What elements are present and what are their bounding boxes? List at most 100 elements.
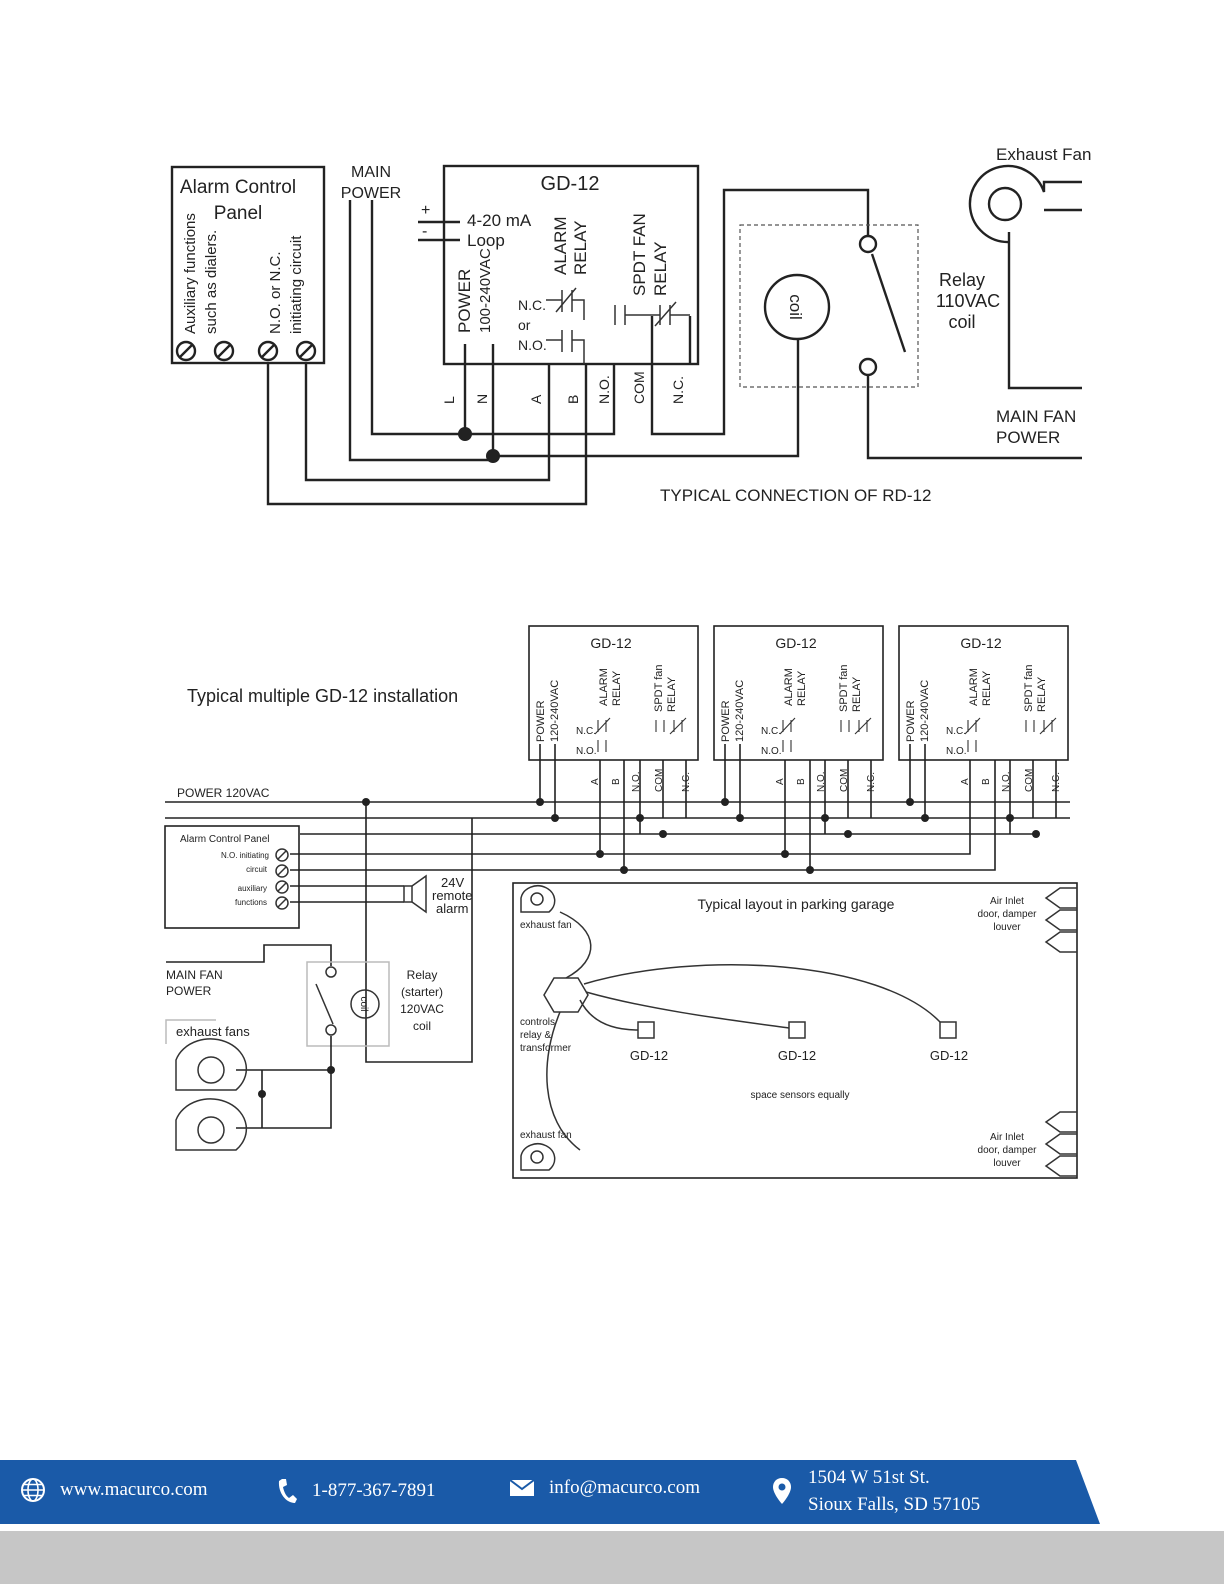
gd12-unit-2: GD-12 POWER 120-240VAC ALARM RELAY SPDT … — [713, 625, 884, 792]
svg-text:transformer: transformer — [520, 1043, 572, 1054]
top-coil-label: coil — [786, 294, 805, 320]
svg-text:GD-12: GD-12 — [590, 635, 631, 651]
svg-text:A: A — [590, 778, 601, 785]
svg-text:GD-12: GD-12 — [775, 635, 816, 651]
top-relay-label: Relay — [939, 270, 985, 290]
top-loop-label-2: Loop — [467, 231, 505, 250]
top-wiring — [266, 188, 1082, 506]
svg-text:coil: coil — [413, 1019, 431, 1033]
gd12-unit-1: GD-12 POWER 120-240VAC ALARM RELAY SPDT … — [528, 625, 699, 792]
top-alarm-panel-title: Alarm Control — [180, 177, 296, 198]
envelope-icon — [509, 1479, 535, 1496]
svg-text:auxiliary: auxiliary — [238, 884, 267, 893]
top-coil-symbol — [763, 273, 831, 341]
bottom-alarm-panel-title: Alarm Control Panel — [180, 834, 269, 845]
footer-email-text: info@macurco.com — [549, 1477, 700, 1498]
top-power-label: POWER — [455, 269, 474, 333]
footer-address-line2: Sioux Falls, SD 57105 — [808, 1494, 981, 1515]
top-alarm-relay-contacts — [546, 287, 585, 364]
top-main-fan-power-label: MAIN FAN — [996, 407, 1076, 426]
top-init-label: N.O. or N.C. — [267, 251, 284, 334]
footer-phone[interactable]: 1-877-367-7891 — [276, 1477, 435, 1505]
bottom-power-label: POWER 120VAC — [177, 786, 270, 800]
controls-hub-icon — [543, 977, 589, 1013]
svg-text:door, damper: door, damper — [978, 1145, 1038, 1156]
svg-text:N: N — [474, 394, 490, 404]
location-pin-icon — [773, 1478, 791, 1504]
svg-text:RELAY: RELAY — [981, 670, 993, 706]
top-gd12-box — [442, 164, 700, 366]
svg-text:N.O.: N.O. — [1001, 771, 1012, 792]
top-main-fan-power-label-2: POWER — [996, 428, 1060, 447]
top-alarm-relay-label: ALARM — [551, 216, 570, 275]
top-alarm-relay-label-2: RELAY — [571, 221, 590, 276]
top-loop-label: 4-20 mA — [467, 211, 532, 230]
footer-address-line1: 1504 W 51st St. — [808, 1467, 930, 1488]
svg-text:POWER: POWER — [166, 984, 212, 998]
svg-text:ALARM: ALARM — [968, 668, 980, 706]
svg-text:controls: controls — [520, 1017, 555, 1028]
top-gd12-title: GD-12 — [541, 173, 600, 195]
svg-text:Air Inlet: Air Inlet — [990, 1132, 1024, 1143]
garage-sensor-2 — [788, 1021, 806, 1039]
globe-icon — [21, 1478, 45, 1502]
svg-text:GD-12: GD-12 — [930, 1048, 968, 1063]
top-loop-plus: + — [421, 202, 430, 219]
svg-text:120-240VAC: 120-240VAC — [734, 680, 746, 742]
svg-text:COM: COM — [654, 769, 665, 792]
svg-text:RELAY: RELAY — [666, 676, 678, 712]
svg-text:N.C.: N.C. — [761, 726, 781, 737]
top-main-power-label-2: POWER — [341, 185, 401, 202]
svg-text:door, damper: door, damper — [978, 909, 1038, 920]
air-inlet-top-icon — [1044, 887, 1077, 953]
svg-text:exhaust fan: exhaust fan — [520, 1130, 572, 1141]
svg-text:functions: functions — [235, 898, 267, 907]
svg-text:coil: coil — [358, 996, 369, 1011]
top-caption: TYPICAL CONNECTION OF RD-12 — [660, 486, 931, 505]
svg-text:GD-12: GD-12 — [960, 635, 1001, 651]
top-aux-label: Auxiliary functions — [182, 213, 199, 334]
top-no-label: N.O. — [518, 337, 547, 353]
bottom-heading: Typical multiple GD-12 installation — [187, 686, 458, 706]
top-fan-relay-contacts — [614, 301, 690, 327]
svg-text:A: A — [960, 778, 971, 785]
footer-email[interactable]: info@macurco.com — [509, 1477, 700, 1499]
bottom-junction-dots — [362, 798, 1040, 874]
top-fan-relay-label: SPDT FAN — [630, 213, 649, 296]
footer-website[interactable]: www.macurco.com — [20, 1477, 208, 1503]
svg-text:N.O.: N.O. — [761, 746, 782, 757]
top-terminal-labels: L N A B N.O. COM N.C. — [441, 371, 686, 404]
svg-text:POWER: POWER — [535, 700, 547, 742]
svg-text:louver: louver — [993, 1158, 1021, 1169]
svg-text:space sensors equally: space sensors equally — [751, 1090, 850, 1101]
garage-exhaust-fan-top-icon — [520, 885, 556, 913]
svg-text:COM: COM — [631, 371, 647, 404]
svg-text:remote: remote — [432, 888, 472, 903]
top-fan-relay-label-2: RELAY — [651, 242, 670, 297]
bottom-coil-symbol — [350, 989, 380, 1019]
bottom-alarm-panel-box — [164, 825, 300, 929]
top-aux-label-2: such as dialers. — [203, 230, 220, 334]
svg-text:A: A — [775, 778, 786, 785]
svg-text:B: B — [981, 778, 992, 785]
garage-sensor-1 — [637, 1021, 655, 1039]
footer-website-text: www.macurco.com — [60, 1479, 208, 1500]
top-relay-label-2: 110VAC — [936, 291, 1000, 311]
svg-text:N.O.: N.O. — [631, 771, 642, 792]
svg-text:alarm: alarm — [436, 901, 469, 916]
svg-text:exhaust fans: exhaust fans — [176, 1024, 250, 1039]
svg-text:SPDT fan: SPDT fan — [838, 665, 850, 713]
top-exhaust-fan-icon — [968, 164, 1082, 244]
svg-text:N.O. initiating: N.O. initiating — [221, 851, 269, 860]
svg-text:circuit: circuit — [246, 865, 268, 874]
svg-text:relay &: relay & — [520, 1030, 551, 1041]
horn-icon — [403, 874, 427, 914]
svg-text:N.C.: N.C. — [670, 376, 686, 404]
svg-text:24V: 24V — [441, 875, 464, 890]
svg-text:COM: COM — [839, 769, 850, 792]
garage-exhaust-fan-bottom-icon — [520, 1143, 556, 1171]
svg-text:RELAY: RELAY — [611, 670, 623, 706]
svg-text:120-240VAC: 120-240VAC — [549, 680, 561, 742]
footer-phone-text: 1-877-367-7891 — [312, 1480, 436, 1501]
svg-text:N.C.: N.C. — [946, 726, 966, 737]
